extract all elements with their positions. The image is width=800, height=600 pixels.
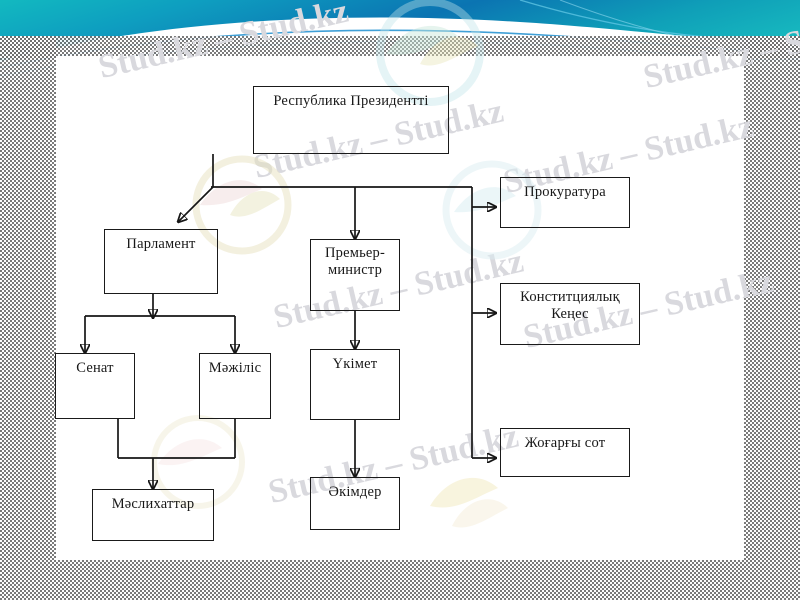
node-senate-label: Сенат [76,360,114,376]
node-ukimet[interactable]: Үкімет [310,349,400,420]
node-akimder[interactable]: Әкімдер [310,477,400,530]
edge-to-parliament [178,186,214,222]
node-maslikhattar[interactable]: Мәслихаттар [92,489,214,541]
frame-top-edge [0,36,800,58]
node-parliament[interactable]: Парламент [104,229,218,294]
frame-bottom-edge [0,560,800,600]
node-konstitucia-label: Конститциялық Кеңес [520,284,620,344]
node-konstitucia[interactable]: Конститциялық Кеңес [500,283,640,345]
node-maslikhattar-label: Мәслихаттар [111,496,195,512]
node-parliament-label: Парламент [126,236,196,252]
node-president[interactable]: Республика Президентті [253,86,449,154]
node-premier[interactable]: Премьер- министр [310,239,400,311]
frame-left-edge [0,36,56,560]
node-premier-line2: министр [327,262,383,279]
node-zhogargy[interactable]: Жоғарғы сот [500,428,630,477]
node-ukimet-label: Үкімет [332,356,378,372]
node-konstitucia-line2: Кеңес [551,306,589,323]
node-akimder-label: Әкімдер [328,484,382,500]
node-prokuratura-label: Прокуратура [524,184,606,200]
node-mazhilis-label: Мәжіліс [208,360,262,376]
node-premier-line1: Премьер- [324,245,386,261]
frame-right-edge [744,36,800,560]
node-prokuratura[interactable]: Прокуратура [500,177,630,228]
node-senate[interactable]: Сенат [55,353,135,419]
node-konstitucia-line1: Конститциялық [520,289,620,305]
node-mazhilis[interactable]: Мәжіліс [199,353,271,419]
node-president-label: Республика Президентті [273,93,429,109]
node-zhogargy-label: Жоғарғы сот [524,435,606,451]
node-premier-label: Премьер- министр [325,240,385,310]
